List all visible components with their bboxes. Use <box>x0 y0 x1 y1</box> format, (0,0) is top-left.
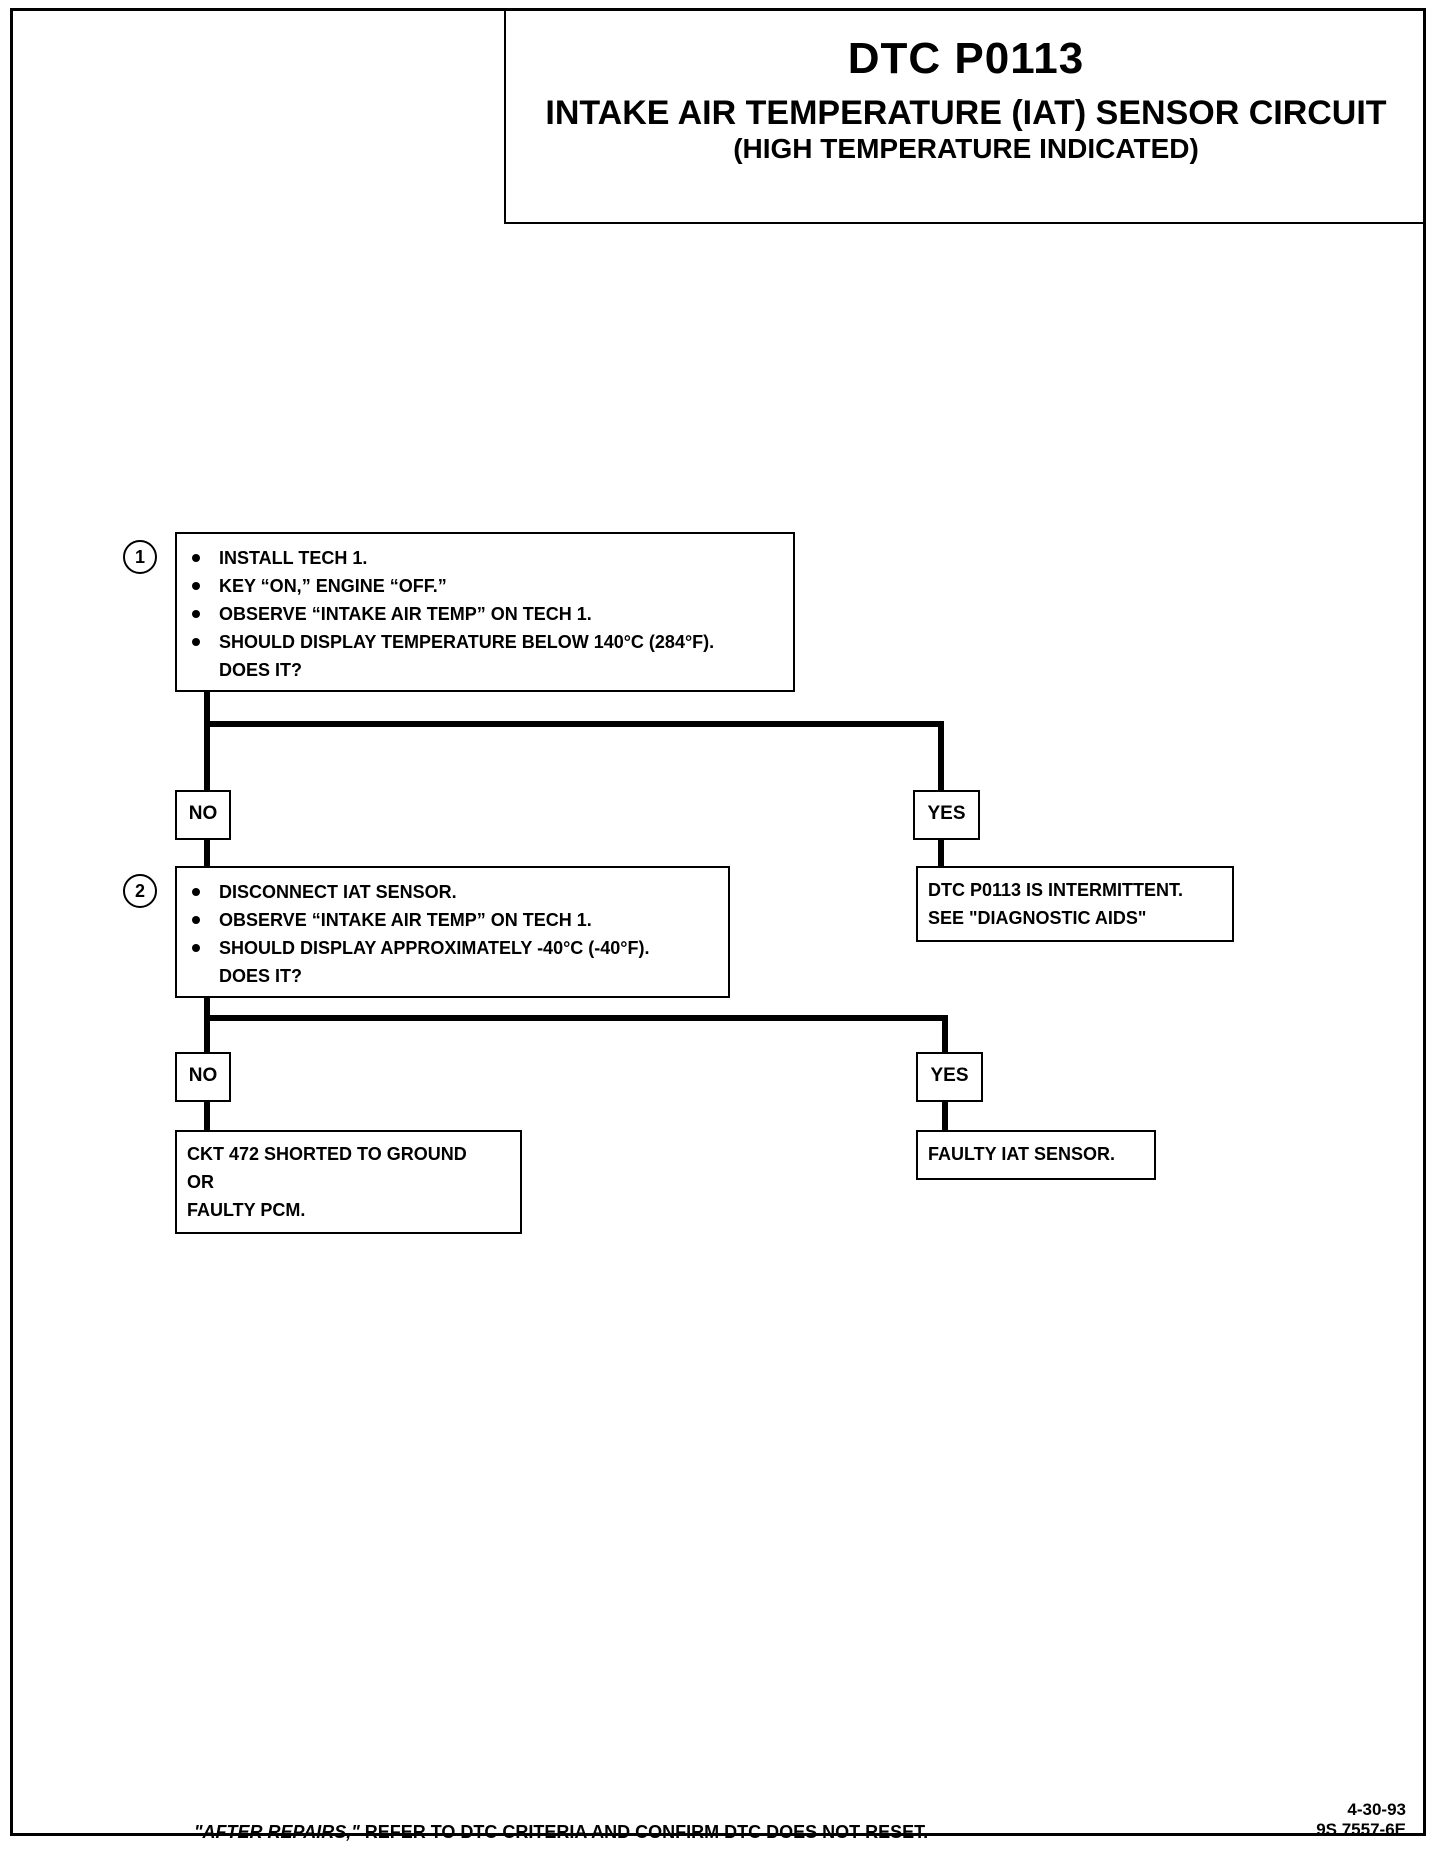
document-stamp: 4-30-93 9S 7557-6E <box>1316 1800 1406 1840</box>
yes-label-2: YES <box>916 1052 983 1102</box>
step-1-question: DOES IT? <box>219 660 303 680</box>
result-faulty-sensor-box: FAULTY IAT SENSOR. <box>916 1130 1156 1180</box>
page-title: DTC P0113 <box>847 34 1085 83</box>
result-ckt-short-box: CKT 472 SHORTED TO GROUND OR FAULTY PCM. <box>175 1130 522 1234</box>
yes-label-1: YES <box>913 790 980 840</box>
connector-no2-to-result <box>204 1100 210 1132</box>
step-2-item: OBSERVE “INTAKE AIR TEMP” ON TECH 1. <box>187 906 718 934</box>
step-1-item: INSTALL TECH 1. <box>187 544 783 572</box>
step-2-box: DISCONNECT IAT SENSOR. OBSERVE “INTAKE A… <box>175 866 730 998</box>
no-label-2: NO <box>175 1052 231 1102</box>
footer-note: "AFTER REPAIRS," REFER TO DTC CRITERIA A… <box>194 1822 928 1843</box>
step-2-question: DOES IT? <box>219 966 303 986</box>
result-diagnostic-aids-text: SEE "DIAGNOSTIC AIDS" <box>928 908 1147 928</box>
step-1-box: INSTALL TECH 1. KEY “ON,” ENGINE “OFF.” … <box>175 532 795 692</box>
connector-step1-branch <box>204 721 944 727</box>
step-number-2: 2 <box>123 874 157 908</box>
connector-yes1-down <box>938 721 944 791</box>
result-faulty-pcm-text: FAULTY PCM. <box>187 1200 306 1220</box>
stamp-date: 4-30-93 <box>1347 1800 1406 1819</box>
page-frame <box>10 8 1426 1836</box>
connector-step2-branch <box>204 1015 948 1021</box>
stamp-code: 9S 7557-6E <box>1316 1820 1406 1839</box>
footer-text: REFER TO DTC CRITERIA AND CONFIRM DTC DO… <box>359 1822 929 1842</box>
no-label-1: NO <box>175 790 231 840</box>
step-2-item: SHOULD DISPLAY APPROXIMATELY -40°C (-40°… <box>187 934 718 962</box>
title-block: DTC P0113 INTAKE AIR TEMPERATURE (IAT) S… <box>504 8 1426 224</box>
step-number-1: 1 <box>123 540 157 574</box>
page-subtitle: INTAKE AIR TEMPERATURE (IAT) SENSOR CIRC… <box>545 94 1387 132</box>
step-1-item: KEY “ON,” ENGINE “OFF.” <box>187 572 783 600</box>
result-ckt-short-text: CKT 472 SHORTED TO GROUND <box>187 1144 467 1164</box>
step-2-item: DISCONNECT IAT SENSOR. <box>187 878 718 906</box>
connector-no1-to-step2 <box>204 838 210 868</box>
result-intermittent-text: DTC P0113 IS INTERMITTENT. <box>928 880 1184 900</box>
connector-step2-down <box>204 996 210 1053</box>
step-1-item: OBSERVE “INTAKE AIR TEMP” ON TECH 1. <box>187 600 783 628</box>
connector-yes2-to-result <box>942 1100 948 1132</box>
step-1-item: SHOULD DISPLAY TEMPERATURE BELOW 140°C (… <box>187 628 783 656</box>
page-subtitle-condition: (HIGH TEMPERATURE INDICATED) <box>733 133 1199 164</box>
result-intermittent-box: DTC P0113 IS INTERMITTENT. SEE "DIAGNOST… <box>916 866 1234 942</box>
connector-yes1-to-result <box>938 838 944 868</box>
connector-yes2-down <box>942 1015 948 1053</box>
result-faulty-sensor-text: FAULTY IAT SENSOR. <box>928 1144 1116 1164</box>
connector-step1-down <box>204 692 210 792</box>
footer-emphasis: "AFTER REPAIRS," <box>194 1822 360 1842</box>
result-or-text: OR <box>187 1172 214 1192</box>
